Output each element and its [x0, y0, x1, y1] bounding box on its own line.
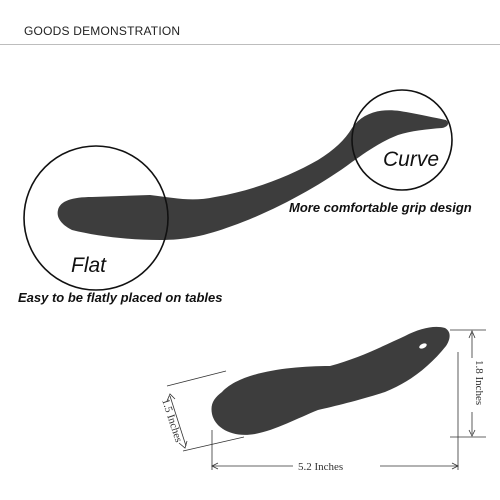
spoon-side-view	[57, 110, 449, 240]
bowl-width-dimension	[166, 370, 245, 452]
flat-label: Flat	[71, 254, 107, 277]
flat-zoom-circle	[23, 145, 169, 291]
hanging-hole	[419, 343, 427, 349]
curve-label: Curve	[383, 148, 440, 171]
height-label: 1.8 Inches	[473, 360, 485, 405]
spoon-top-view	[211, 326, 450, 435]
bowl-width-label: 1.5 Inches	[159, 397, 184, 444]
curve-caption: More comfortable grip design	[289, 200, 472, 215]
section-title: GOODS DEMONSTRATION	[24, 24, 181, 38]
header-divider	[0, 44, 500, 45]
length-label: 5.2 Inches	[298, 461, 343, 473]
flat-caption: Easy to be flatly placed on tables	[18, 290, 223, 305]
height-dimension	[450, 329, 486, 438]
length-dimension	[211, 352, 459, 470]
curve-zoom-circle	[351, 89, 453, 191]
